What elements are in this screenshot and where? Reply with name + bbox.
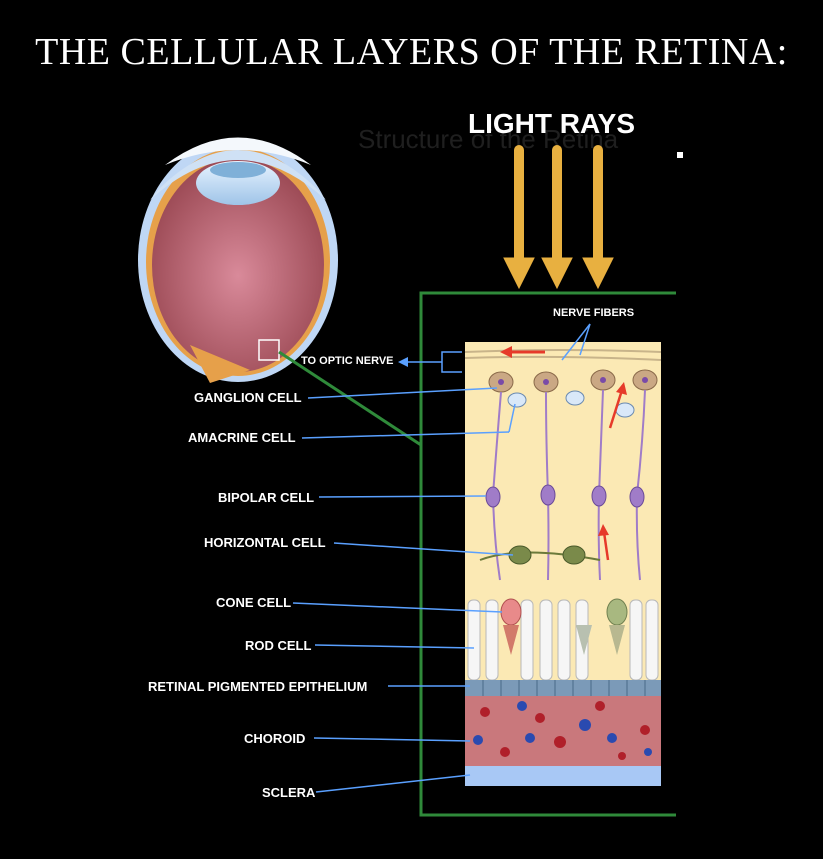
cone-green xyxy=(606,598,628,626)
label-choroid: CHOROID xyxy=(244,731,306,746)
iris xyxy=(210,162,266,178)
label-horizontal-cell: HORIZONTAL CELL xyxy=(204,535,326,550)
label-bipolar-cell: BIPOLAR CELL xyxy=(218,490,315,505)
diagram-title: THE CELLULAR LAYERS OF THE RETINA: xyxy=(35,31,788,73)
retina-cross-section xyxy=(464,342,662,786)
label-cone-cell: CONE CELL xyxy=(216,595,292,610)
cornea xyxy=(150,150,326,200)
leader-lines xyxy=(292,387,516,793)
cone-red xyxy=(500,598,522,626)
label-rod-cell: ROD CELL xyxy=(245,638,312,653)
photoreceptors xyxy=(467,599,659,681)
rpe-layer xyxy=(465,680,661,696)
label-amacrine-cell: AMACRINE CELL xyxy=(188,430,296,445)
label-ganglion-cell: GANGLION CELL xyxy=(194,390,302,405)
green-frame xyxy=(419,291,676,817)
ghost-heading: Structure of the Retina xyxy=(358,124,619,154)
cornea-top xyxy=(165,137,311,165)
light-rays-label: LIGHT RAYS xyxy=(468,108,635,139)
zoom-box xyxy=(258,339,280,361)
eyeball-illustration xyxy=(138,137,338,383)
label-sclera: SCLERA xyxy=(262,785,316,800)
label-rpe: RETINAL PIGMENTED EPITHELIUM xyxy=(148,679,368,694)
dot-mark xyxy=(677,152,683,158)
choroid-layer xyxy=(465,696,661,766)
zoom-line xyxy=(278,350,422,447)
vitreous xyxy=(152,158,324,372)
sclera-layer xyxy=(465,766,661,786)
optic-nerve-stub xyxy=(190,345,250,383)
label-nerve-fibers: NERVE FIBERS xyxy=(553,307,635,319)
label-to-optic-nerve: TO OPTIC NERVE xyxy=(301,355,394,367)
light-ray-arrows xyxy=(503,145,614,290)
